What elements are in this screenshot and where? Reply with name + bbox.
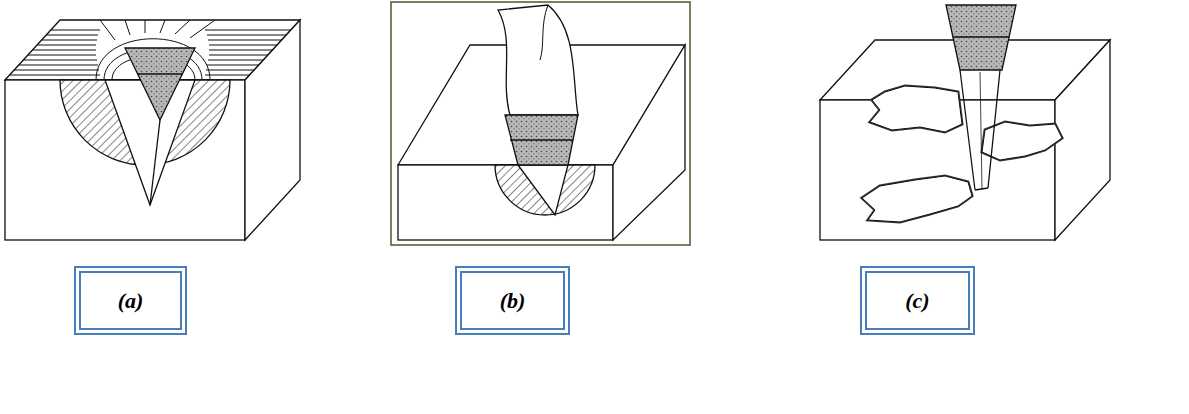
label-box: (a): [74, 266, 187, 335]
panel-b-block: [398, 5, 685, 240]
panel-a-block: [5, 20, 300, 240]
label-box: (b): [455, 266, 570, 335]
panel-frame: [391, 2, 690, 245]
label-box: (c): [860, 266, 975, 335]
panel-label: (a): [118, 288, 144, 314]
panel-label: (b): [500, 288, 526, 314]
panel-c-block: [820, 5, 1110, 240]
panel-label: (c): [905, 288, 929, 314]
